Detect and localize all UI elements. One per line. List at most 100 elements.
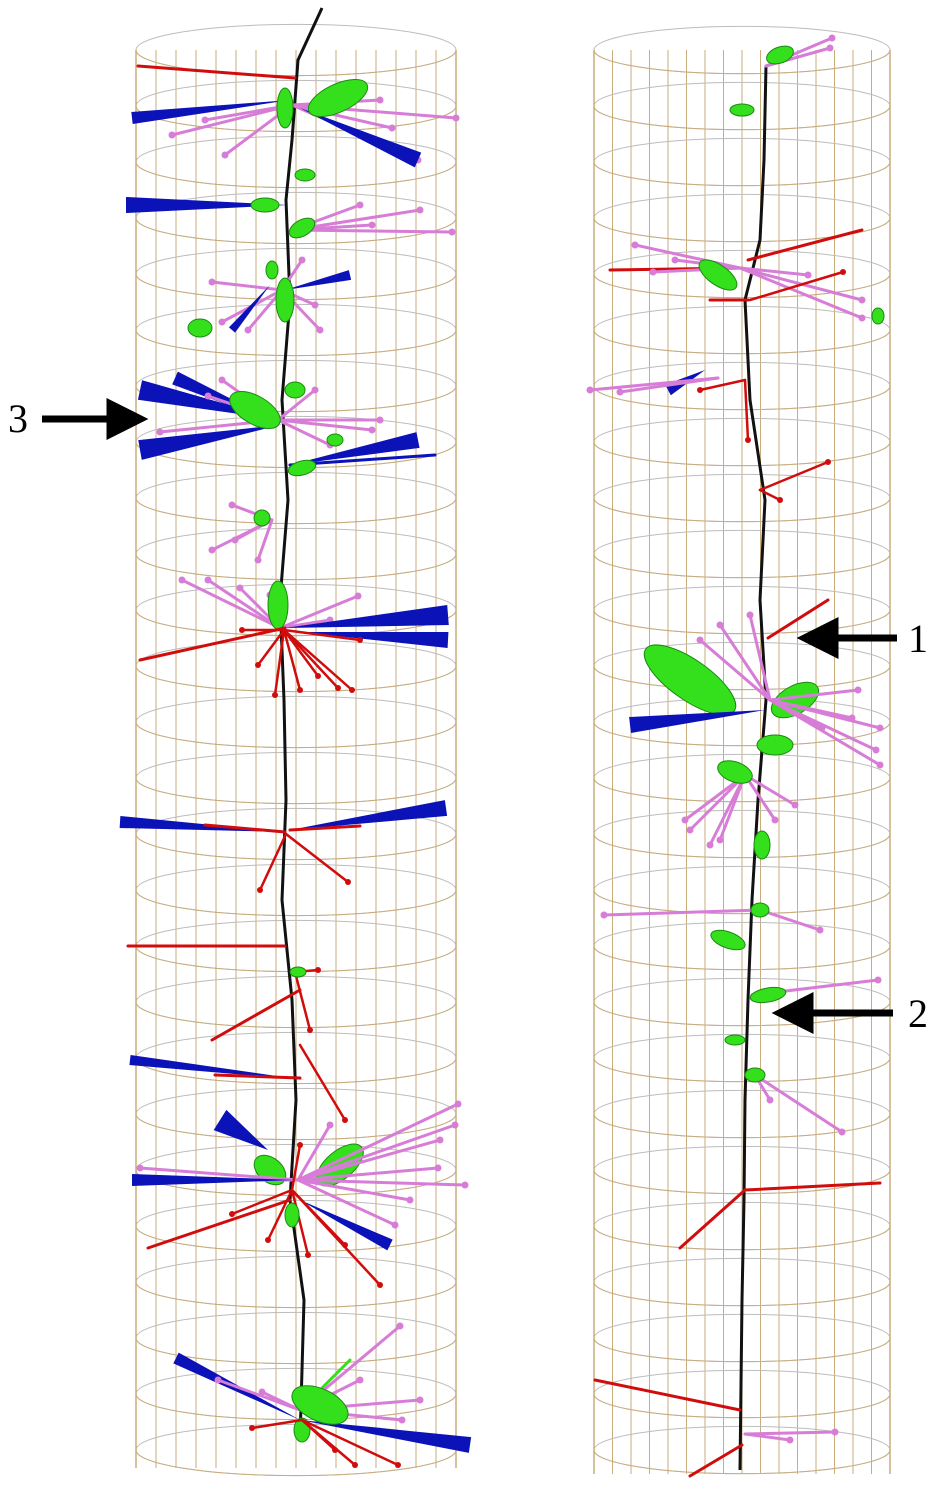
pink-root-tip-dot bbox=[357, 1377, 364, 1384]
red-root-tip-dot bbox=[332, 1447, 338, 1453]
pink-root-tip-dot bbox=[137, 1165, 144, 1172]
pink-root-tip-dot bbox=[205, 393, 212, 400]
pink-root-tip-dot bbox=[462, 1182, 469, 1189]
pink-root-tip-dot bbox=[875, 977, 882, 984]
callout-2: 2 bbox=[780, 991, 928, 1036]
pink-root-tip-dot bbox=[312, 387, 319, 394]
pink-root-tip-dot bbox=[832, 1429, 839, 1436]
pink-root-tip-dot bbox=[299, 257, 306, 264]
pink-root-tip-dot bbox=[717, 622, 724, 629]
red-root-tip-dot bbox=[352, 1462, 358, 1468]
red-root-branch bbox=[286, 834, 348, 882]
pink-root-tip-dot bbox=[209, 547, 216, 554]
red-root-tip-dot bbox=[257, 887, 263, 893]
pink-root-tip-dot bbox=[209, 279, 216, 286]
pink-root-tip-dot bbox=[202, 117, 209, 124]
pink-root-tip-dot bbox=[369, 222, 376, 229]
red-root-tip-dot bbox=[335, 685, 341, 691]
green-leaf bbox=[248, 1149, 291, 1191]
green-leaf bbox=[754, 831, 770, 859]
callout-label-3: 3 bbox=[8, 396, 28, 441]
pink-root-tip-dot bbox=[237, 585, 244, 592]
green-leaf bbox=[285, 1203, 299, 1227]
pink-root-tip-dot bbox=[327, 1122, 334, 1129]
pink-root-tip-dot bbox=[449, 229, 456, 236]
pink-root-tip-dot bbox=[792, 802, 799, 809]
green-leaf bbox=[276, 278, 294, 322]
pink-root-branch bbox=[182, 580, 280, 628]
pink-root-tip-dot bbox=[259, 1389, 266, 1396]
pink-root-tip-dot bbox=[829, 35, 836, 42]
pink-root-tip-dot bbox=[407, 1197, 414, 1204]
red-root-branch bbox=[748, 230, 862, 260]
pink-root-tip-dot bbox=[377, 417, 384, 424]
green-leaf bbox=[268, 581, 288, 629]
red-root-tip-dot bbox=[342, 1117, 348, 1123]
callout-label-2: 2 bbox=[908, 991, 928, 1036]
green-leaf bbox=[266, 261, 278, 279]
blue-root-wedge bbox=[290, 800, 447, 830]
pink-root-tip-dot bbox=[219, 377, 226, 384]
pink-root-tip-dot bbox=[435, 1165, 442, 1172]
green-leaf bbox=[725, 1035, 745, 1045]
red-root-tip-dot bbox=[297, 687, 303, 693]
pink-root-tip-dot bbox=[437, 1137, 444, 1144]
pink-root-branch bbox=[604, 910, 760, 915]
pink-root-tip-dot bbox=[617, 389, 624, 396]
pink-root-tip-dot bbox=[682, 817, 689, 824]
pink-root-tip-dot bbox=[859, 297, 866, 304]
pink-root-tip-dot bbox=[389, 125, 396, 132]
red-root-tip-dot bbox=[315, 673, 321, 679]
green-leaf bbox=[254, 510, 270, 526]
pink-root-tip-dot bbox=[215, 1377, 222, 1384]
green-leaf bbox=[751, 903, 769, 917]
green-leaf bbox=[251, 198, 279, 212]
pink-root-branch bbox=[760, 910, 820, 930]
pink-root-branch bbox=[635, 245, 740, 268]
red-root-tip-dot bbox=[255, 662, 261, 668]
pink-root-tip-dot bbox=[453, 115, 460, 122]
pink-root-tip-dot bbox=[355, 593, 362, 600]
pink-root-tip-dot bbox=[232, 537, 239, 544]
pink-root-tip-dot bbox=[255, 557, 262, 564]
red-root-tip-dot bbox=[305, 1252, 311, 1258]
pink-root-tip-dot bbox=[873, 747, 880, 754]
red-root-tip-dot bbox=[745, 437, 751, 443]
pink-root-tip-dot bbox=[859, 315, 866, 322]
pink-root-tip-dot bbox=[205, 577, 212, 584]
callout-3: 3 bbox=[8, 396, 140, 441]
pink-root-branch bbox=[745, 1432, 835, 1434]
green-leaf bbox=[757, 735, 793, 755]
pink-root-tip-dot bbox=[747, 612, 754, 619]
red-root-tip-dot bbox=[272, 692, 278, 698]
blue-root-wedge bbox=[300, 1420, 471, 1453]
pink-root-tip-dot bbox=[877, 725, 884, 732]
pink-root-tip-dot bbox=[805, 272, 812, 279]
right-column-model bbox=[587, 26, 891, 1476]
pink-root-tip-dot bbox=[697, 637, 704, 644]
pink-root-tip-dot bbox=[601, 912, 608, 919]
red-root-tip-dot bbox=[239, 627, 245, 633]
green-leaf bbox=[188, 319, 212, 337]
red-root-tip-dot bbox=[377, 1282, 383, 1288]
pink-root-branch bbox=[212, 282, 282, 290]
pink-root-branch bbox=[755, 1075, 842, 1132]
red-root-tip-dot bbox=[345, 879, 351, 885]
red-root-branch bbox=[700, 380, 745, 390]
pink-root-tip-dot bbox=[179, 577, 186, 584]
green-leaf bbox=[285, 382, 305, 398]
pink-root-tip-dot bbox=[417, 207, 424, 214]
red-root-tip-dot bbox=[229, 1211, 235, 1217]
red-root-branch bbox=[760, 462, 828, 490]
pink-root-tip-dot bbox=[157, 429, 164, 436]
left-mesh bbox=[136, 24, 456, 1475]
pink-root-tip-dot bbox=[877, 762, 884, 769]
pink-root-tip-dot bbox=[417, 1397, 424, 1404]
green-leaf bbox=[730, 104, 754, 116]
red-root-branch bbox=[284, 630, 352, 690]
pink-root-tip-dot bbox=[369, 427, 376, 434]
left-column-model bbox=[120, 8, 472, 1476]
pink-root-tip-dot bbox=[767, 1097, 774, 1104]
pink-root-tip-dot bbox=[772, 817, 779, 824]
